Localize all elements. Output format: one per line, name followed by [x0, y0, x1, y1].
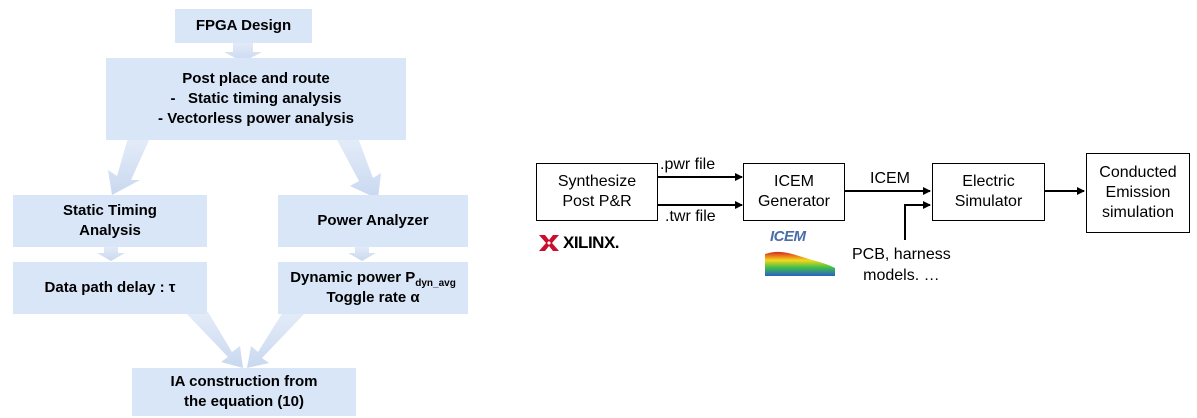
- static-timing-box: Static Timing Analysis: [13, 195, 207, 247]
- dynamic-power-line1: Dynamic power Pdyn_avg: [290, 268, 456, 289]
- dynamic-power-subscript: dyn_avg: [415, 278, 456, 289]
- icem-label: ICEM: [870, 170, 910, 187]
- arrow-fpga-to-postpar: [224, 42, 262, 62]
- power-analyzer-box: Power Analyzer: [278, 195, 468, 247]
- conducted-emission-box: Conducted Emission simulation: [1086, 153, 1190, 233]
- arrow-pcb-models: [904, 201, 931, 240]
- synthesize-box: Synthesize Post P&R: [536, 163, 658, 221]
- icem-spectrum-icon: [765, 251, 835, 276]
- electric-simulator-line2: Simulator: [954, 193, 1023, 210]
- data-path-delay-box: Data path delay : τ: [13, 262, 207, 314]
- ia-construction-line2: the equation (10): [183, 393, 304, 410]
- static-timing-line2: Analysis: [79, 222, 141, 239]
- twr-file-label: .twr file: [665, 208, 716, 225]
- xilinx-wordmark: XILINX.: [563, 233, 620, 252]
- post-place-route-box: Post place and route - Static timing ana…: [106, 58, 406, 140]
- post-par-title: Post place and route: [182, 70, 330, 87]
- fpga-design-label: FPGA Design: [195, 17, 292, 34]
- static-timing-line1: Static Timing: [63, 202, 157, 219]
- ia-construction-line1: IA construction from: [170, 373, 318, 390]
- post-par-item-static: - Static timing analysis: [170, 90, 342, 107]
- icem-generator-line2: Generator: [757, 193, 831, 210]
- dynamic-power-box: Dynamic power Pdyn_avg Toggle rate α: [278, 262, 468, 314]
- conducted-line1: Conducted: [1099, 164, 1177, 181]
- toggle-rate-label: Toggle rate α: [326, 289, 420, 306]
- arrow-datapath-to-ia: [185, 312, 243, 368]
- conducted-line2: Emission: [1105, 184, 1171, 201]
- arrow-postpar-to-power: [336, 138, 381, 199]
- arrow-power-to-dynamic: [348, 246, 376, 261]
- arrow-postpar-to-static: [108, 138, 150, 195]
- synthesize-line1: Synthesize: [557, 173, 637, 190]
- post-par-item-power: - Vectorless power analysis: [158, 110, 354, 127]
- arrow-static-to-datapath: [97, 246, 125, 261]
- xilinx-mark-icon: [539, 235, 559, 251]
- flow-arrows-layer: [97, 42, 381, 368]
- icem-generator-line1: ICEM: [774, 173, 814, 190]
- electric-simulator-line1: Electric: [962, 173, 1015, 190]
- pcb-models-line2: models. …: [863, 267, 940, 284]
- conducted-line3: simulation: [1101, 204, 1175, 221]
- pwr-file-label: .pwr file: [660, 156, 716, 173]
- power-analyzer-label: Power Analyzer: [317, 212, 429, 229]
- ia-construction-box: IA construction from the equation (10): [132, 368, 356, 416]
- fpga-design-box: FPGA Design: [175, 9, 312, 43]
- data-path-delay-label: Data path delay : τ: [44, 279, 176, 296]
- electric-simulator-box: Electric Simulator: [932, 163, 1045, 221]
- icem-logo: ICEM: [765, 228, 835, 276]
- icem-logo-text: ICEM: [770, 228, 806, 245]
- dynamic-power-prefix: Dynamic power P: [290, 269, 416, 286]
- synthesize-line2: Post P&R: [562, 193, 632, 210]
- icem-generator-box: ICEM Generator: [743, 163, 845, 221]
- pcb-models-label: PCB, harness models. …: [852, 244, 951, 286]
- right-flow-arrows-layer: [657, 173, 1085, 240]
- xilinx-logo: XILINX.: [538, 232, 620, 254]
- arrow-dynamic-to-ia: [247, 312, 306, 368]
- pcb-models-line1: PCB, harness: [852, 246, 951, 263]
